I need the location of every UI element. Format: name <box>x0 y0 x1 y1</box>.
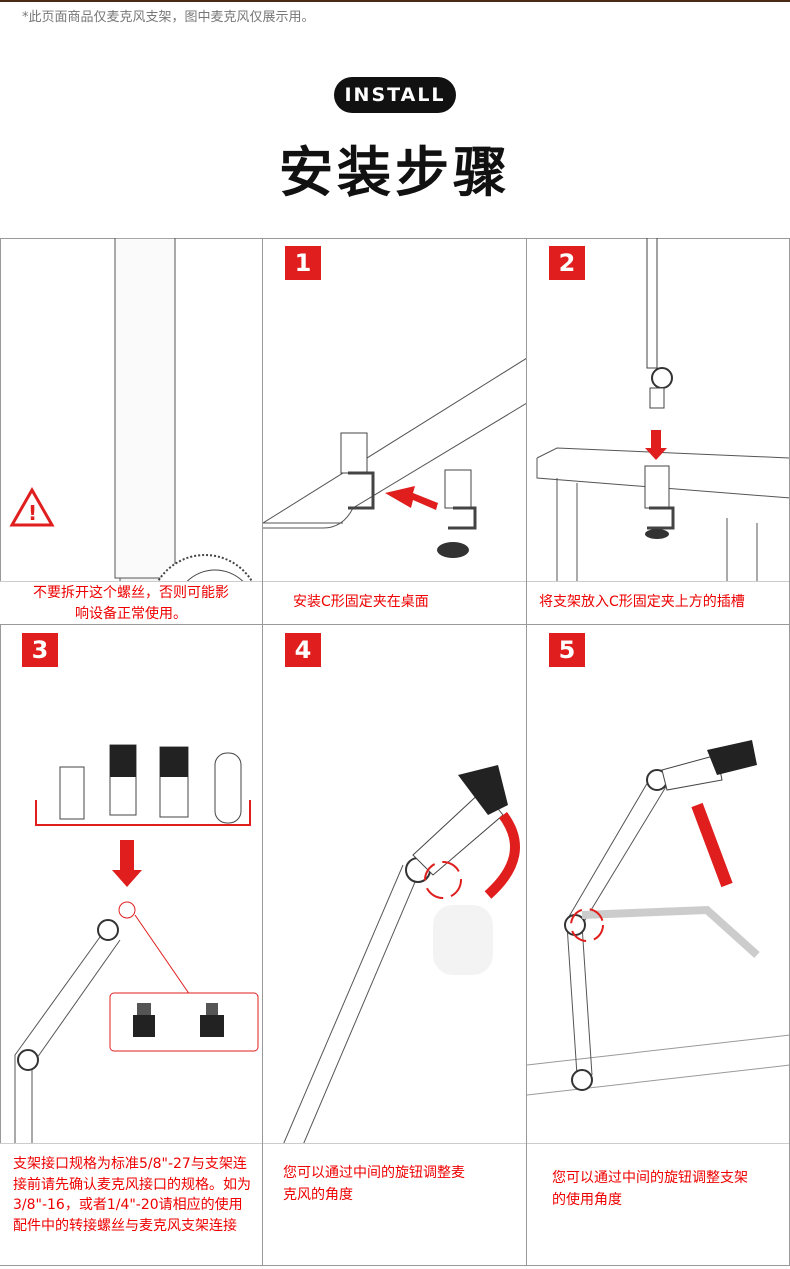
step-4-caption: 您可以通过中间的旋钮调整麦克风的角度 <box>263 1143 526 1265</box>
adapter-illustration <box>14 744 259 1265</box>
step-2-panel: 2 将支架放入C形固定夹上方的插槽 <box>527 238 790 625</box>
clamp-illustration <box>263 358 526 558</box>
warning-panel: ! 不要拆开这个螺丝，否则可能影响设备正常使用。 <box>0 238 263 625</box>
svg-text:!: ! <box>28 501 37 525</box>
step-3-caption: 支架接口规格为标准5/8"-27与支架连接前请先确认麦克风接口的规格。如为3/8… <box>0 1143 262 1265</box>
steps-grid <box>0 238 790 1266</box>
step-number: 1 <box>285 246 321 280</box>
step-5-panel: 5 您可以通过中间的旋钮调整支架的使用角度 <box>527 625 790 1266</box>
page-title: 安装步骤 <box>279 141 511 204</box>
step-number: 5 <box>549 633 585 667</box>
step-number: 4 <box>285 633 321 667</box>
notice-text: *此页面商品仅麦克风支架，图中麦克风仅展示用。 <box>22 10 315 25</box>
warning-caption: 不要拆开这个螺丝，否则可能影响设备正常使用。 <box>0 581 262 624</box>
insert-illustration <box>536 238 789 624</box>
top-divider <box>0 0 790 2</box>
install-badge: INSTALL <box>334 77 456 113</box>
step-5-caption: 您可以通过中间的旋钮调整支架的使用角度 <box>527 1143 789 1265</box>
step-4-panel: 4 您可以通过中间的旋钮调整麦克风的角度 <box>263 625 527 1266</box>
step-number: 2 <box>549 246 585 280</box>
arm-angle-illustration <box>527 740 789 1096</box>
step-1-panel: 1 安装C形固定夹在桌面 <box>263 238 527 625</box>
step-3-panel: 3 支架接口规格为标准5/8"-27与支架连接前请先确认麦克风接口的规格。如为3… <box>0 625 263 1266</box>
step-number: 3 <box>22 633 58 667</box>
step-1-caption: 安装C形固定夹在桌面 <box>263 581 526 624</box>
step-2-caption: 将支架放入C形固定夹上方的插槽 <box>527 581 789 624</box>
warning-icon <box>9 486 55 527</box>
knob-illustration: ! <box>9 238 261 624</box>
